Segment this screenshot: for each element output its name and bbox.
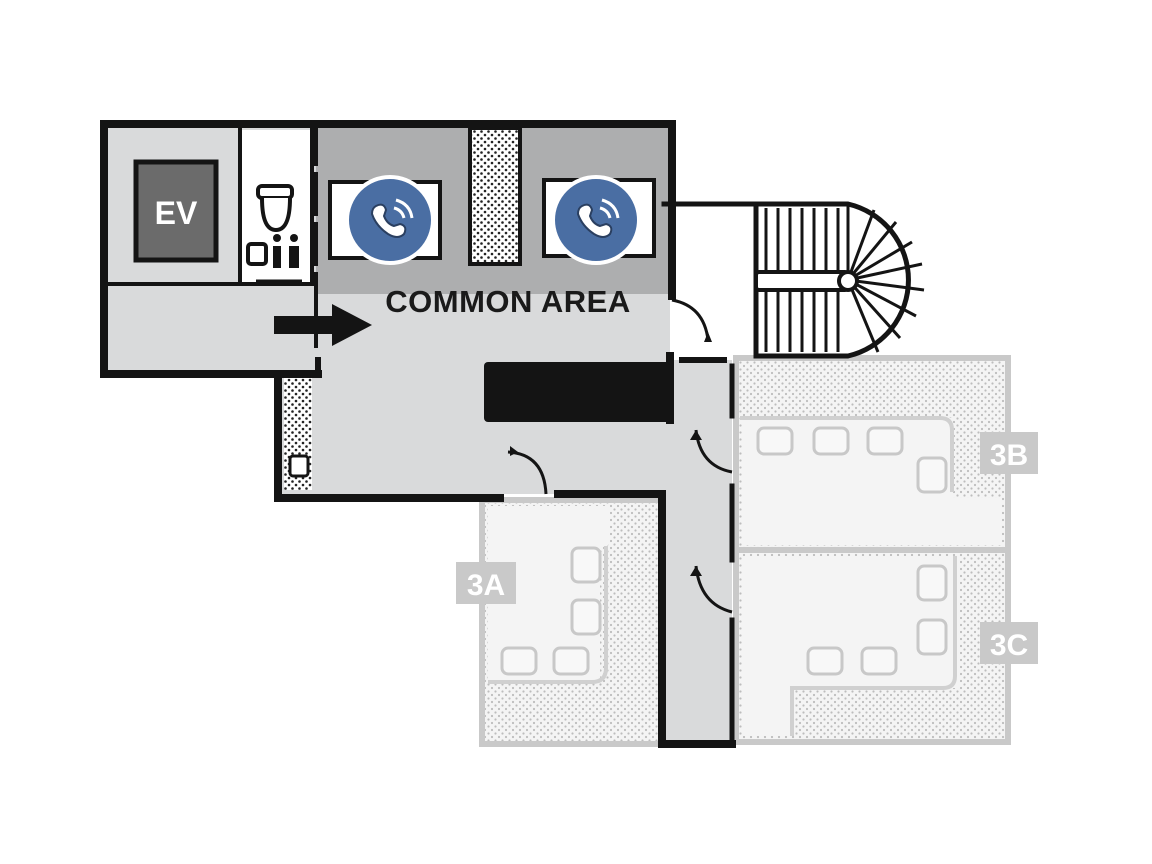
spiral-staircase[interactable] [753, 201, 925, 359]
restroom-sink-icon [288, 454, 310, 478]
unit-3a[interactable] [479, 497, 665, 747]
unit-3a-label: 3A [456, 562, 516, 604]
unit-3b-label: 3B [980, 432, 1038, 474]
door-swings [507, 298, 733, 614]
phone-booth-2[interactable] [551, 175, 641, 265]
arrow-right-icon [274, 304, 372, 346]
common-area-label: COMMON AREA [385, 284, 630, 319]
chair [500, 546, 602, 676]
restroom-icon [246, 184, 302, 285]
phone-booth-1[interactable] [345, 175, 435, 265]
elevator[interactable]: EV [133, 159, 219, 263]
phone-icon [370, 198, 414, 238]
svg-text:3B: 3B [990, 439, 1028, 472]
phone-icon [576, 198, 620, 238]
unit-3b[interactable] [733, 355, 1011, 553]
unit-3c-label: 3C [980, 622, 1038, 664]
svg-text:3C: 3C [990, 629, 1028, 662]
booth-divider [468, 126, 522, 266]
reception-counter [484, 362, 670, 422]
walls [100, 120, 759, 748]
chair [806, 564, 948, 676]
unit-3c[interactable] [733, 547, 1011, 745]
elevator-label: EV [155, 195, 198, 231]
chair [756, 426, 948, 494]
svg-text:3A: 3A [467, 569, 505, 602]
